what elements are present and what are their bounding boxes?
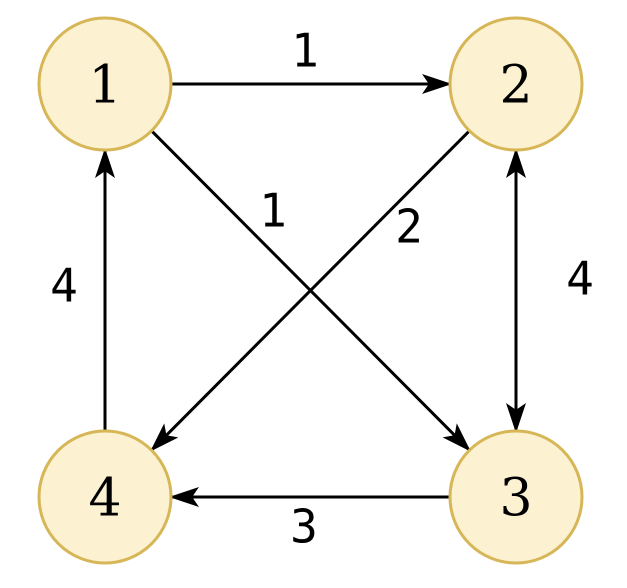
edge-weight-4-1: 4 bbox=[50, 259, 78, 313]
edge-4-1: 4 bbox=[50, 148, 115, 431]
node-4: 4 bbox=[37, 429, 173, 565]
edge-weight-1-2: 1 bbox=[291, 24, 319, 78]
node-3: 3 bbox=[448, 429, 584, 565]
node-label-4: 4 bbox=[88, 469, 121, 529]
node-label-3: 3 bbox=[499, 469, 532, 529]
edge-weight-1-3: 1 bbox=[259, 184, 287, 238]
node-circle-2 bbox=[448, 16, 584, 152]
edge-1-2: 1 bbox=[171, 24, 452, 94]
node-1: 1 bbox=[37, 16, 173, 152]
edge-2-4: 2 bbox=[150, 129, 471, 452]
node-label-1: 1 bbox=[88, 56, 121, 116]
node-circle-4 bbox=[37, 429, 173, 565]
edge-line-2-4 bbox=[150, 129, 471, 452]
edge-2-3: 4 bbox=[506, 148, 594, 433]
node-label-2: 2 bbox=[499, 56, 532, 116]
edge-weight-2-4: 2 bbox=[395, 200, 423, 254]
node-2: 2 bbox=[448, 16, 584, 152]
edge-weight-3-4: 3 bbox=[290, 500, 318, 554]
edge-weight-2-3: 4 bbox=[566, 252, 594, 306]
node-circle-3 bbox=[448, 429, 584, 565]
node-circle-1 bbox=[37, 16, 173, 152]
edge-3-4: 3 bbox=[169, 487, 450, 554]
